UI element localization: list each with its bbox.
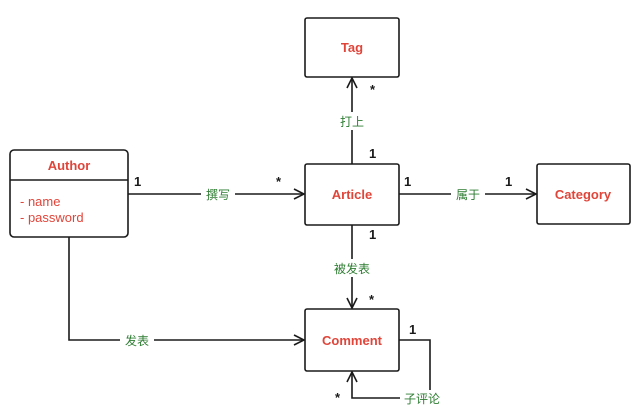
multiplicity-comment-self-target: * [335,390,341,405]
entity-article-name: Article [332,187,372,202]
relation-article-tag[interactable]: 打上 1 * [336,78,376,164]
relation-label-article-tag: 打上 [340,115,364,129]
multiplicity-article-comment-target: * [369,292,375,307]
entity-comment-name: Comment [322,333,383,348]
multiplicity-article-category-target: 1 [505,174,512,189]
relation-label-bg [201,186,235,203]
entity-tag[interactable]: Tag [304,17,400,78]
multiplicity-author-article-source: 1 [134,174,141,189]
entity-comment[interactable]: Comment [304,308,400,372]
relation-label-bg [400,390,444,407]
relation-comment-self[interactable]: 子评论 1 * [335,322,444,407]
entity-author-name: Author [48,158,91,173]
entity-category-name: Category [555,187,612,202]
multiplicity-article-comment-source: 1 [369,227,376,242]
relation-label-author-comment: 发表 [125,333,149,348]
relation-label-bg [120,332,154,349]
relation-article-category[interactable]: 属于 1 1 [399,174,536,203]
relation-label-bg [336,112,368,130]
relation-label-bg [451,186,485,203]
relation-label-comment-self: 子评论 [404,392,440,406]
entity-article[interactable]: Article [304,163,400,226]
relation-author-article[interactable]: 撰写 1 * [128,174,304,203]
relation-author-comment[interactable]: 发表 [68,237,304,349]
multiplicity-article-tag-target: * [370,82,376,97]
multiplicity-comment-self-source: 1 [409,322,416,337]
multiplicity-article-category-source: 1 [404,174,411,189]
relation-label-article-category: 属于 [456,188,480,202]
multiplicity-author-article-target: * [276,174,282,189]
entity-tag-name: Tag [341,40,363,55]
entity-category[interactable]: Category [536,163,631,225]
relation-article-comment[interactable]: 被发表 1 * [330,225,376,308]
relation-label-bg [330,259,374,277]
relation-label-article-comment: 被发表 [334,261,370,276]
author-attribute-password: - password [20,210,84,225]
entity-author[interactable]: Author - name - password [9,149,129,238]
author-attribute-name: - name [20,194,60,209]
multiplicity-article-tag-source: 1 [369,146,376,161]
relation-label-author-article: 撰写 [206,188,230,202]
